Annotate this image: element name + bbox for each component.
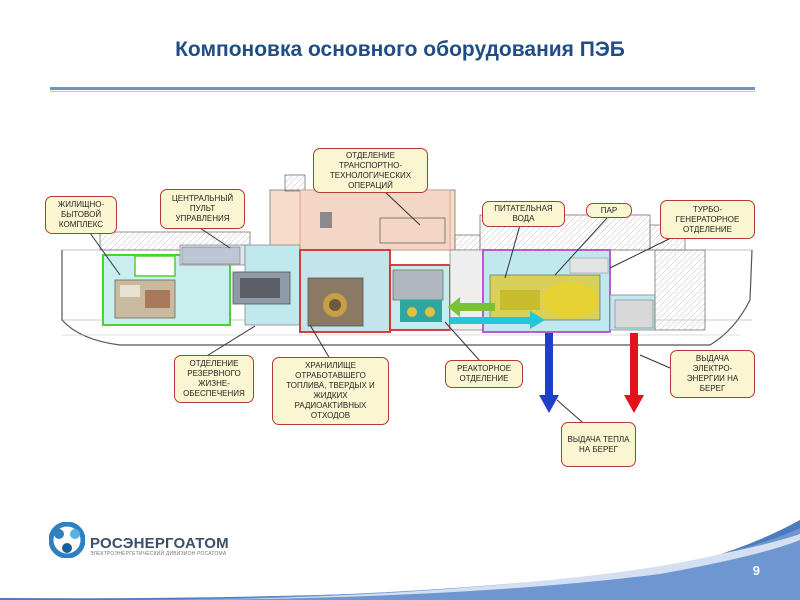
slide-title: Компоновка основного оборудования ПЭБ: [175, 38, 625, 61]
logo-name: РОСЭНЕРГОАТОМ: [90, 535, 229, 552]
callout-living: ЖИЛИЩНО- БЫТОВОЙ КОМПЛЕКС: [45, 196, 117, 234]
living-upper-block: [134, 255, 176, 277]
title-rule-secondary: [50, 91, 755, 92]
feedwater-arrow: [448, 297, 495, 317]
page-number: 9: [752, 563, 760, 578]
callout-turbo: ТУРБО- ГЕНЕРАТОРНОЕ ОТДЕЛЕНИЕ: [660, 200, 755, 239]
heat-export-arrow: [539, 333, 559, 413]
stern-structure: [654, 249, 706, 331]
crane-block: [320, 212, 332, 228]
power-export-arrow: [624, 333, 644, 413]
electrical-photo: [614, 299, 654, 329]
steam-arrow: [450, 311, 545, 329]
callout-backup: ОТДЕЛЕНИЕ РЕЗЕРВНОГО ЖИЗНЕ- ОБЕСПЕЧЕНИЯ: [174, 355, 254, 403]
callout-transport: ОТДЕЛЕНИЕ ТРАНСПОРТНО- ТЕХНОЛОГИЧЕСКИХ О…: [313, 148, 428, 193]
control-photo: [181, 246, 241, 265]
upper-turbine-block: [569, 257, 609, 274]
callout-storage: ХРАНИЛИЩЕ ОТРАБОТАВШЕГО ТОПЛИВА, ТВЕРДЫХ…: [272, 357, 389, 425]
rosenergoatom-logo-icon: [49, 522, 85, 558]
callout-feedwater: ПИТАТЕЛЬНАЯ ВОДА: [482, 201, 565, 227]
callout-steam: ПАР: [586, 203, 632, 218]
callout-heat-out: ВЫДАЧА ТЕПЛА НА БЕРЕГ: [561, 422, 636, 467]
callout-control: ЦЕНТРАЛЬНЫЙ ПУЛЬТ УПРАВЛЕНИЯ: [160, 189, 245, 229]
callout-reactor: РЕАКТОРНОЕ ОТДЕЛЕНИЕ: [445, 360, 523, 388]
title-rule: [50, 87, 755, 90]
reactor-divider: [449, 249, 486, 331]
callout-power-out: ВЫДАЧА ЭЛЕКТРО- ЭНЕРГИИ НА БЕРЕГ: [670, 350, 755, 398]
logo-subtitle: ЭЛЕКТРОЭНЕРГЕТИЧЕСКИЙ ДИВИЗИОН РОСАТОМА: [90, 551, 227, 557]
